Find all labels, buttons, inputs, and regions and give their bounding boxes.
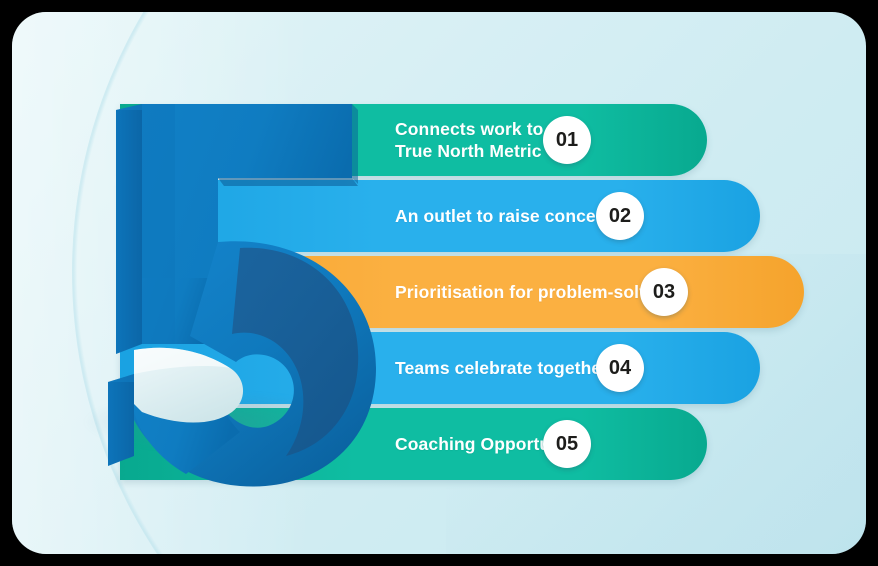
list-item-label: Prioritisation for problem-solving xyxy=(395,281,676,302)
list-item-number-badge: 04 xyxy=(596,344,644,392)
list-item-number-badge: 02 xyxy=(596,192,644,240)
numeral-ground-shadow xyxy=(82,392,352,452)
list-item-number-badge: 01 xyxy=(543,116,591,164)
list-item-number-badge: 03 xyxy=(640,268,688,316)
list-item[interactable]: Connects work to the True North Metric xyxy=(120,104,707,176)
list-item[interactable]: An outlet to raise concerns xyxy=(120,180,760,252)
list-bars: Connects work to the True North Metric01… xyxy=(12,12,866,554)
list-item-label: Teams celebrate together xyxy=(395,357,609,378)
list-item[interactable]: Prioritisation for problem-solving xyxy=(120,256,804,328)
infographic-card: Connects work to the True North Metric01… xyxy=(12,12,866,554)
list-item-label: An outlet to raise concerns xyxy=(395,205,624,226)
list-item-number-badge: 05 xyxy=(543,420,591,468)
